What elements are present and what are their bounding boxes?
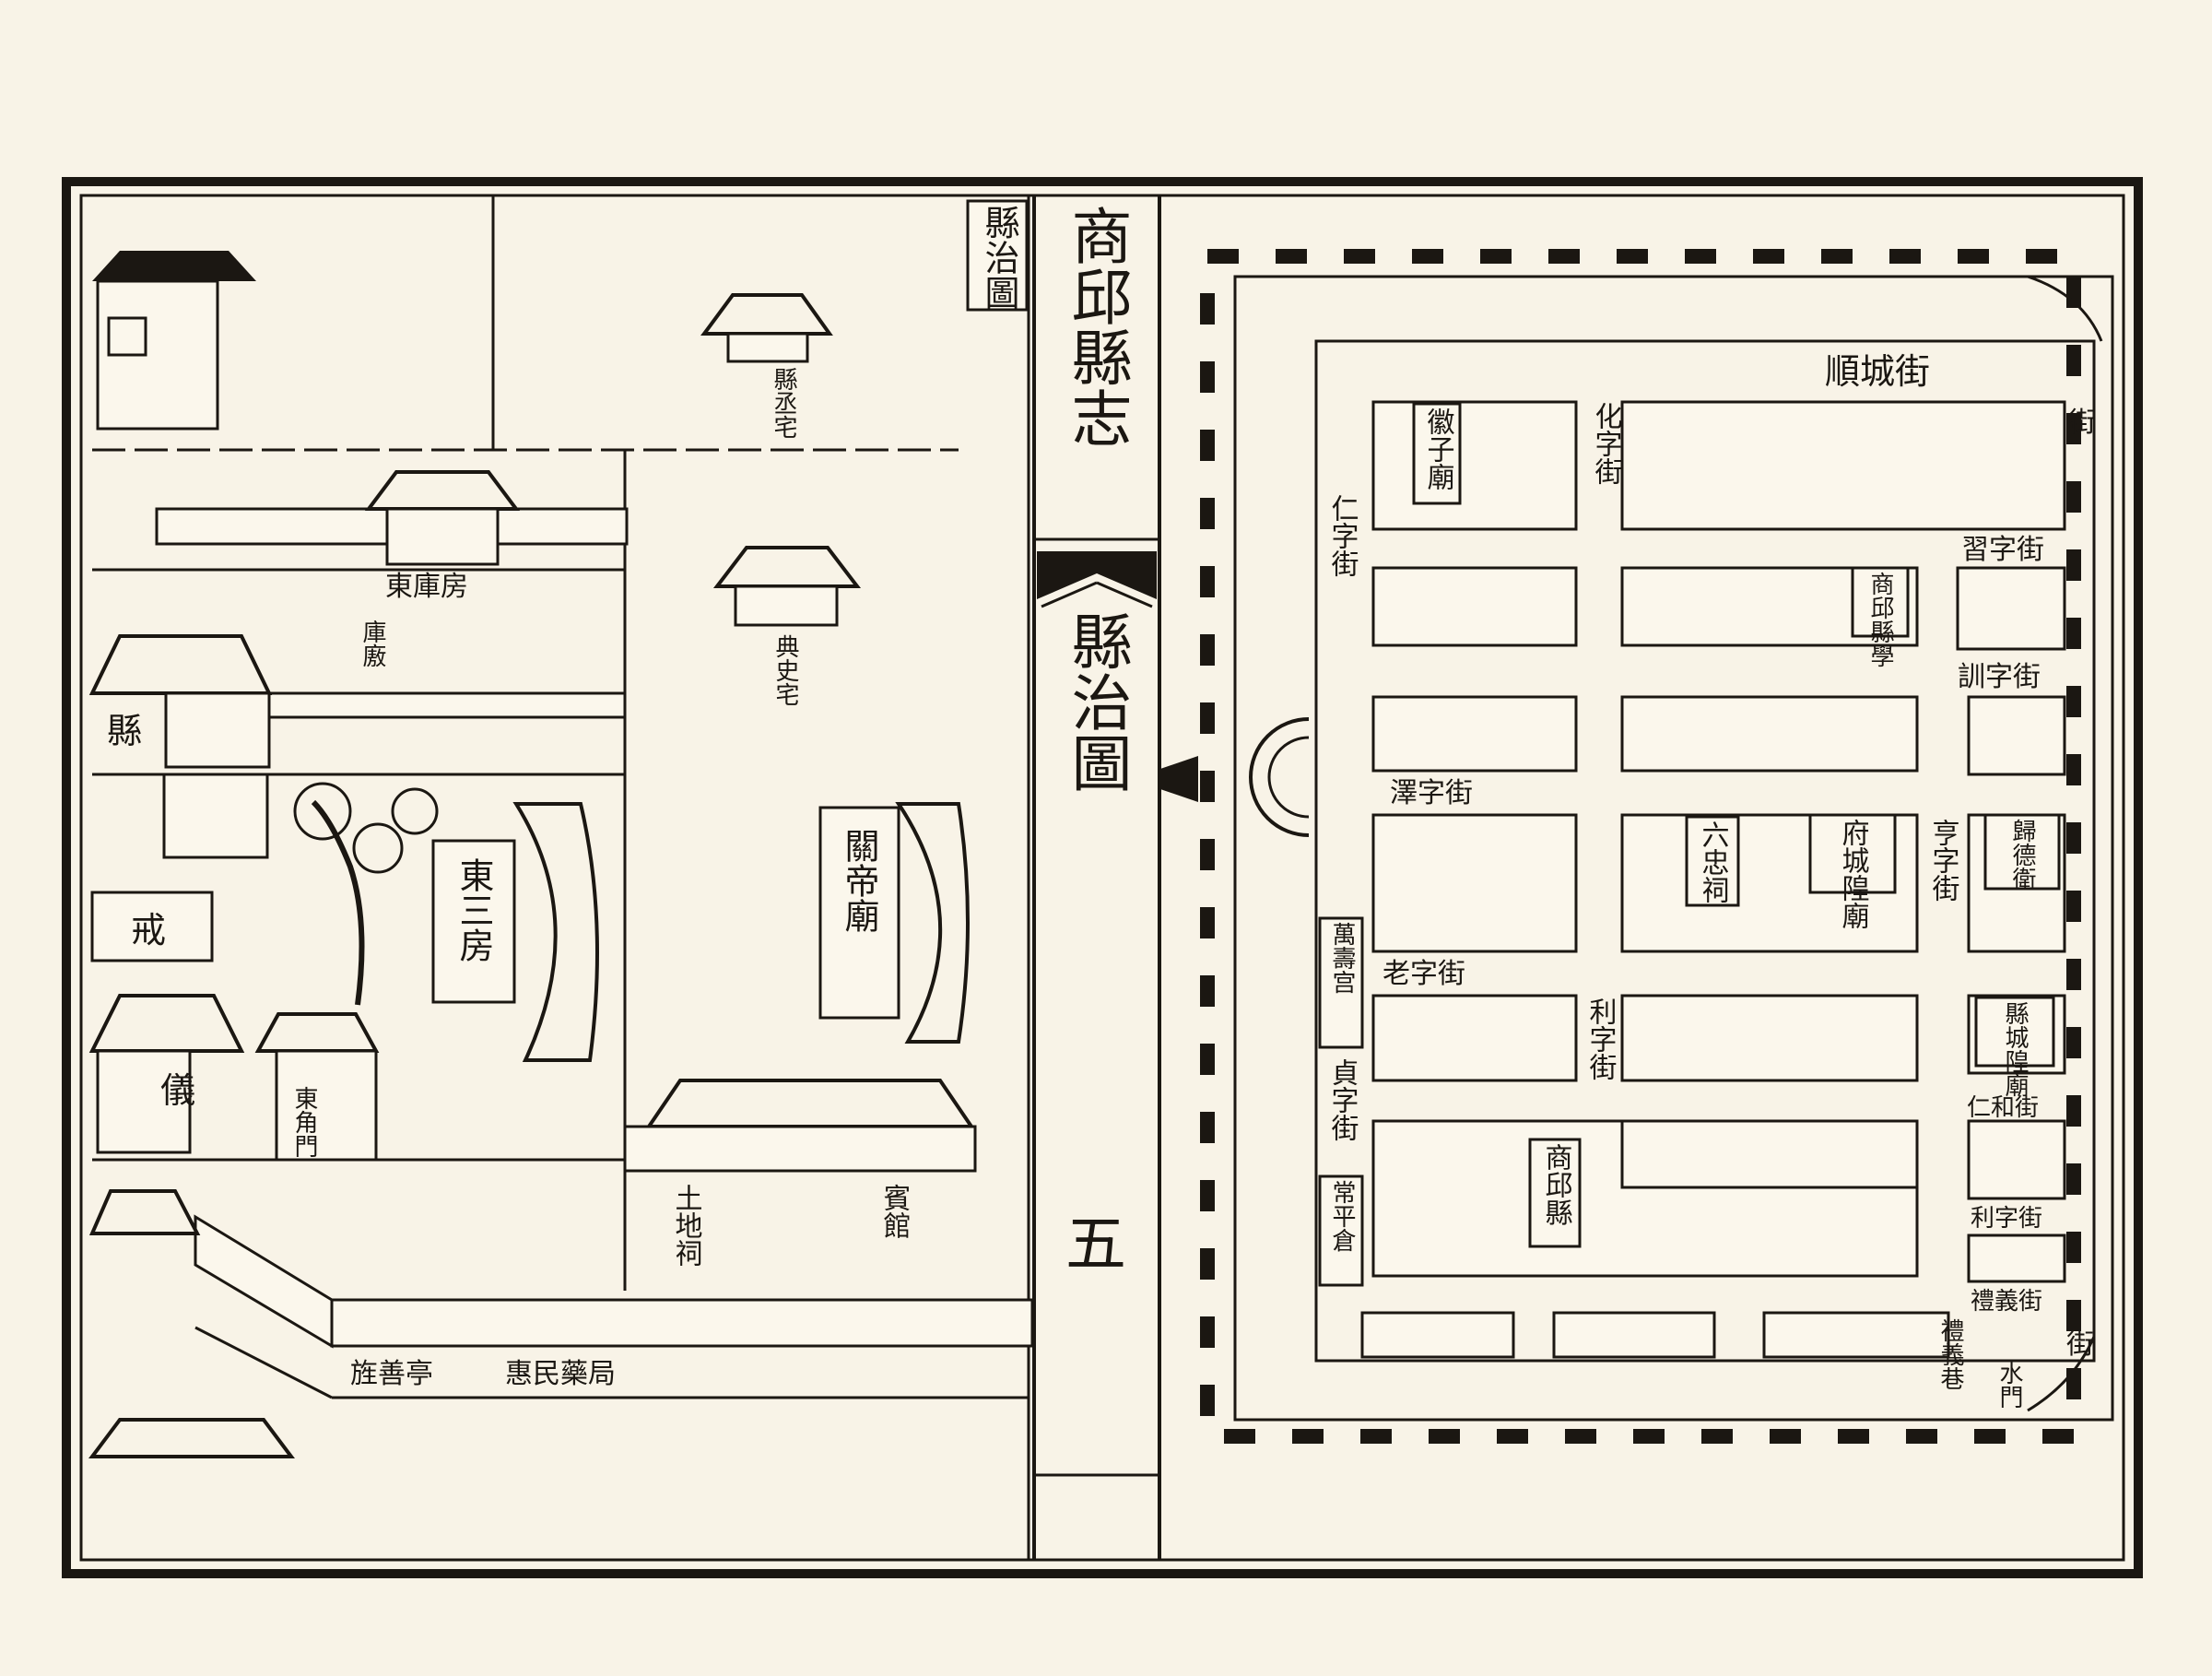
label-guan-di-miao: 關帝廟 — [839, 828, 879, 933]
center-band — [1032, 195, 1161, 1560]
jie-stone-box — [90, 891, 214, 962]
label-xian-cheng-zhai: 縣丞宅 — [770, 367, 797, 439]
street-jie-bottom: 街 — [2066, 1328, 2094, 1361]
label-jie: 戒 — [131, 910, 166, 950]
label-xian: 縣 — [107, 711, 142, 751]
label-jing-shan-ting: 旌善亭 — [350, 1358, 433, 1390]
pine-tree-icon — [293, 782, 439, 1006]
barbican — [1249, 717, 1310, 837]
front-wall — [330, 1298, 1034, 1348]
building-liu-zhong-ci: 六忠祠 — [1697, 820, 1729, 903]
building-fu-cheng-huang-miao: 府城隍廟 — [1837, 819, 1870, 929]
building-gui-de-wei: 歸德衛 — [2008, 819, 2036, 891]
label-dong-san-fang: 東三房 — [453, 857, 494, 962]
left-title-box — [966, 199, 1029, 312]
street-ren-zi: 仁字街 — [1326, 494, 1359, 577]
building-icon — [92, 251, 256, 431]
street-heng-zi: 亨字街 — [1927, 819, 1960, 902]
dong-san-fang-box — [431, 839, 516, 1004]
building-icon — [365, 470, 520, 566]
building-xian-cheng-huang-miao: 縣城隍廟 — [2001, 1001, 2029, 1097]
label-dong-jiao-men: 東角門 — [290, 1086, 318, 1158]
street-lao-zi: 老字街 — [1382, 958, 1465, 990]
lane-li-yi: 禮義巷 — [1936, 1318, 1964, 1390]
page-number: 五 — [1065, 1209, 1126, 1280]
label-yi: 儀 — [160, 1070, 195, 1111]
street-xun-zi: 訓字街 — [1958, 661, 2041, 693]
street-jie-top: 街 — [2068, 407, 2096, 439]
street-li-zi-mid: 利字街 — [1584, 997, 1618, 1080]
building-icon — [895, 802, 970, 1044]
street-shun-cheng: 順城街 — [1825, 351, 1930, 392]
building-hui-zi-miao: 徽子廟 — [1422, 407, 1455, 490]
street-li-yi: 禮義街 — [1971, 1288, 2042, 1316]
plate-title: 縣治圖 — [1062, 610, 1133, 793]
outer-frame — [62, 177, 2143, 1578]
building-xian-xue: 商邱縣學 — [1866, 572, 1894, 667]
street-xi-zi: 習字街 — [1961, 534, 2044, 566]
city-wall — [1200, 249, 2081, 1444]
label-bin-guan: 賓館 — [878, 1184, 912, 1239]
label-hui-min-yao-ju: 惠民藥局 — [505, 1358, 616, 1390]
street-zhen-zi: 貞字街 — [1326, 1058, 1359, 1141]
ceremonial-gate-box — [162, 773, 269, 859]
building-icon — [88, 994, 245, 1154]
building-wan-shou-gong: 萬壽宫 — [1328, 922, 1356, 994]
building-icon — [712, 546, 862, 627]
label-dong-ku-fang: 東庫房 — [385, 571, 468, 603]
ring-street — [1314, 339, 2096, 1363]
building-icon — [512, 802, 599, 1062]
label-dian-shi-zhai: 典史宅 — [771, 634, 799, 706]
street-ren-he: 仁和街 — [1967, 1094, 2039, 1122]
fish-tail-mark — [1037, 551, 1157, 599]
slanted-wall — [194, 1214, 334, 1349]
building-shui-men: 水門 — [1995, 1361, 2023, 1409]
inner-wall — [265, 691, 627, 719]
building-icon — [88, 1189, 201, 1235]
building-icon — [700, 293, 833, 363]
left-panel-title: 縣治圖 — [979, 205, 1019, 310]
book-title: 商邱縣志 — [1062, 205, 1133, 448]
street-ze-zi: 澤字街 — [1390, 777, 1473, 809]
street-hua-zi: 化字街 — [1590, 402, 1623, 485]
label-kuang-ku: 庫廒 — [359, 620, 386, 667]
guan-di-miao-box — [818, 806, 900, 1020]
inner-wall-line — [1233, 275, 2114, 1422]
gate-tower-icon — [1158, 756, 1198, 802]
inner-frame — [79, 194, 2125, 1562]
right-panel: 順城街 化字街 仁字街 習字街 訓字街 澤字街 亨字街 老字街 利字街 貞字街 … — [1158, 249, 2114, 1444]
building-icon — [88, 634, 273, 769]
building-chang-ping-cang: 常平倉 — [1328, 1180, 1356, 1252]
street-li-zi-right: 利字街 — [1971, 1205, 2042, 1233]
left-panel: 縣治圖 縣丞宅 典史宅 東庫房 庫廒 縣 戒 儀 東角門 東三房 關帝廟 土地祠… — [88, 195, 1034, 1560]
building-icon — [88, 1418, 295, 1458]
building-icon — [623, 1079, 977, 1173]
building-icon — [254, 1012, 380, 1162]
building-shangqiu-xian: 商邱縣 — [1540, 1143, 1572, 1226]
label-tu-di-ci: 土地祠 — [670, 1184, 703, 1267]
